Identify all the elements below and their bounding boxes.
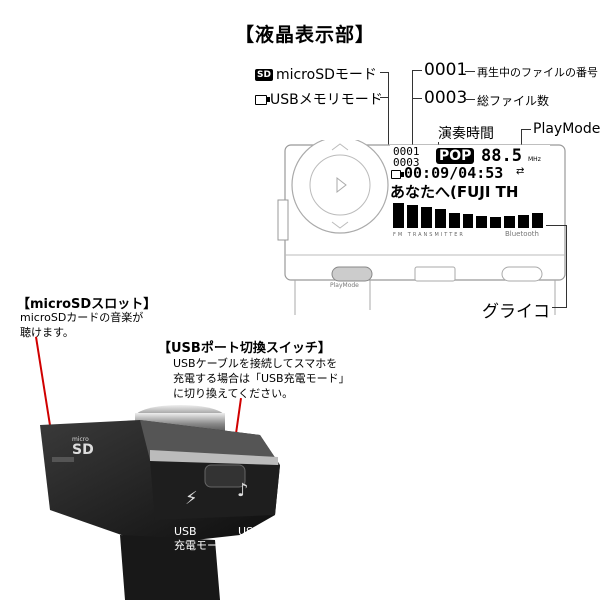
- lcd-time: 00:09/04:53: [404, 164, 504, 182]
- microsd-slot-desc-1: microSDカードの音楽が: [20, 311, 144, 324]
- lcd-song-title: あなたへ(FUJI TH: [390, 183, 519, 201]
- equalizer-bar: [532, 213, 543, 228]
- charge-mode-line-1: USB: [174, 525, 197, 538]
- lcd-track-block: 0001 0003: [393, 146, 420, 168]
- usb-memory-icon: [255, 95, 270, 105]
- lcd-time-row: 00:09/04:53: [391, 164, 503, 182]
- track-desc-legend: 再生中のファイルの番号: [477, 66, 598, 79]
- lcd-freq-unit: MHz: [528, 156, 541, 163]
- device-photo: [40, 405, 280, 600]
- equalizer-bar: [476, 216, 488, 228]
- usb-switch-title: 【USBポート切換スイッチ】: [158, 341, 331, 356]
- equalizer-bar: [462, 214, 474, 228]
- lcd-equalizer: [393, 200, 543, 228]
- equalizer-callout: グライコ: [482, 302, 550, 322]
- equalizer-bar: [420, 207, 432, 228]
- music-mode-line-1: USB: [238, 525, 261, 538]
- equalizer-bar: [393, 202, 404, 228]
- track-code-legend: 0001: [424, 60, 468, 80]
- microsd-slot-desc: microSDカードの音楽が 聴けます。: [20, 310, 143, 340]
- usb-switch-desc-3: に切り換えてください。: [173, 387, 294, 400]
- usb-mode-label: USBメモリモード: [255, 89, 383, 109]
- music-note-icon: ♪: [237, 480, 249, 501]
- play-mode-button-label: PlayMode: [330, 282, 359, 289]
- equalizer-bar: [490, 217, 502, 228]
- play-time-callout: 演奏時間: [438, 126, 494, 142]
- equalizer-bar: [504, 216, 516, 228]
- sd-icon: SD: [255, 69, 273, 81]
- equalizer-bar: [434, 208, 446, 228]
- microsd-mode-text: microSDモード: [275, 67, 377, 83]
- lcd-usb-icon: [391, 170, 404, 179]
- lightning-icon: ⚡: [185, 488, 198, 509]
- music-mode-line-2: 音楽モード: [238, 539, 293, 552]
- sd-logo-top: micro: [72, 436, 89, 443]
- section-title: 【液晶表示部】: [235, 24, 376, 46]
- lcd-track-bottom: 0003: [393, 156, 420, 169]
- lcd-brand: Bluetooth: [505, 230, 539, 238]
- usb-switch-desc-1: USBケーブルを接続してスマホを: [173, 357, 338, 370]
- sd-logo: SD: [72, 442, 94, 458]
- usb-mode-text: USBメモリモード: [270, 92, 383, 108]
- lcd-track-top: 0001: [393, 145, 420, 158]
- microsd-slot-desc-2: 聴けます。: [20, 326, 74, 339]
- total-desc-legend: 総ファイル数: [477, 94, 550, 108]
- charge-mode-label: USB 充電モード: [174, 525, 229, 553]
- usb-switch-desc: USBケーブルを接続してスマホを 充電する場合は「USB充電モード」 に切り換え…: [173, 356, 350, 401]
- play-mode-callout: PlayMode: [533, 121, 600, 137]
- music-mode-label: USB 音楽モード: [238, 525, 293, 553]
- lcd-footer: FM TRANSMITTER: [393, 232, 465, 238]
- equalizer-bar: [406, 205, 418, 228]
- usb-switch-desc-2: 充電する場合は「USB充電モード」: [173, 372, 350, 385]
- lcd-genre: POP: [436, 148, 475, 164]
- equalizer-bar: [518, 215, 530, 228]
- total-code-legend: 0003: [424, 88, 468, 108]
- equalizer-bar: [448, 212, 460, 228]
- charge-mode-line-2: 充電モード: [174, 539, 229, 552]
- lcd-repeat-icon: ⇄: [516, 166, 525, 177]
- lcd-frequency: 88.5: [481, 146, 522, 166]
- microsd-slot-title: 【microSDスロット】: [17, 297, 157, 312]
